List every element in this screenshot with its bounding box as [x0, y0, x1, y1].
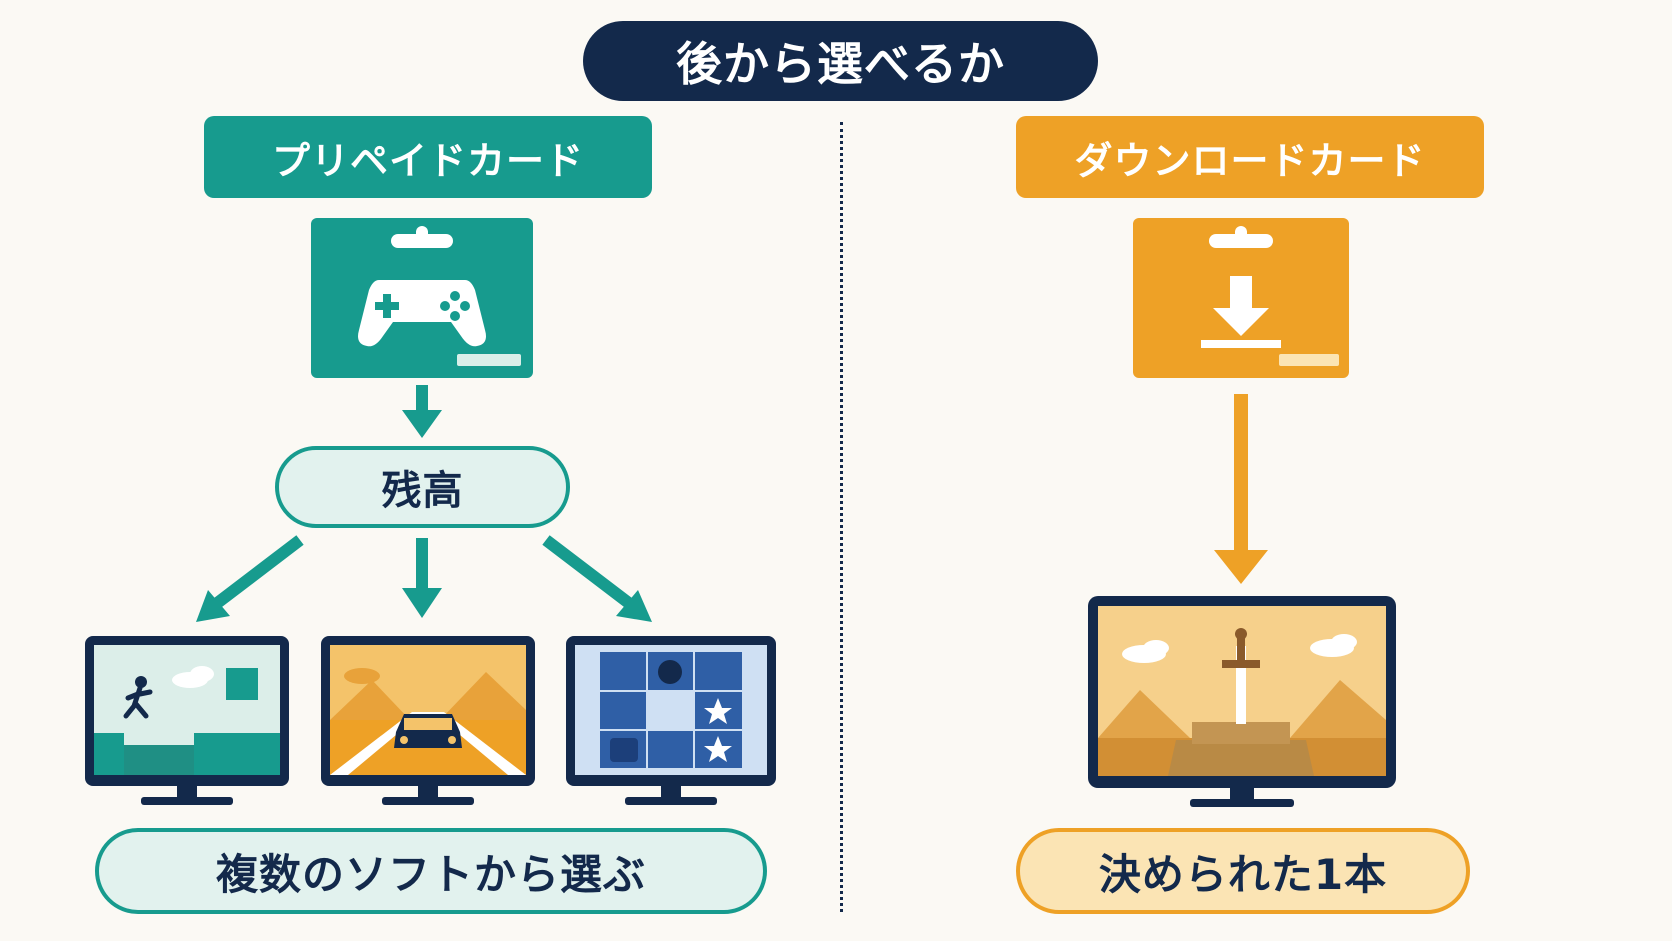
arrow-to-screen-3: [542, 535, 652, 622]
gamepad-icon: [358, 226, 521, 366]
puzzle-game-screen: [566, 636, 776, 805]
sword-adventure-screen: [1088, 596, 1396, 807]
download-icon: [1201, 226, 1339, 366]
download-card-header: ダウンロードカード: [1016, 116, 1484, 198]
download-card: [1133, 218, 1349, 378]
multiple-software-label: 複数のソフトから選ぶ: [95, 828, 767, 914]
diagram-title: 後から選べるか: [583, 21, 1098, 101]
single-title-label: 決められた1本: [1016, 828, 1470, 914]
racing-game-screen: [321, 636, 535, 805]
center-divider: [840, 122, 843, 912]
prepaid-card-header: プリペイドカード: [204, 116, 652, 198]
arrow-card-to-balance: [402, 385, 442, 438]
balance-label: 残高: [275, 446, 570, 528]
arrow-card-to-screen: [1214, 394, 1268, 584]
platformer-game-screen: [85, 636, 289, 805]
arrow-to-screen-1: [196, 535, 304, 622]
prepaid-card: [311, 218, 533, 378]
arrow-to-screen-2: [402, 538, 442, 618]
